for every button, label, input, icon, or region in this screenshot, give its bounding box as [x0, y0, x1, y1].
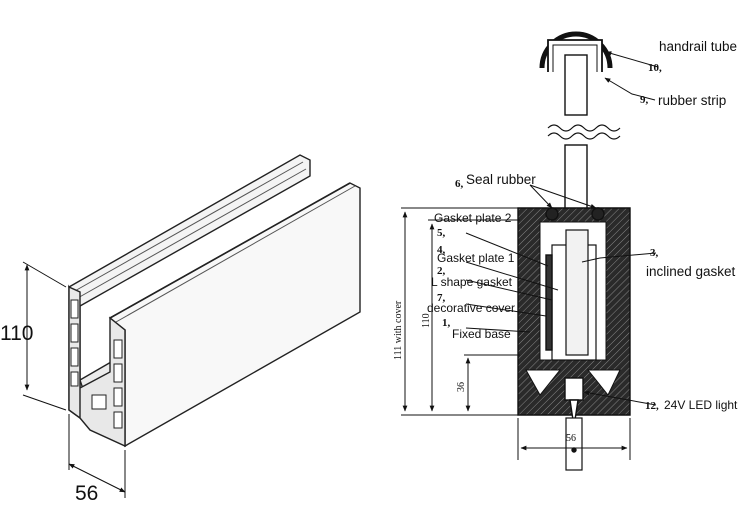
bottom-36-dim-label: 36 — [456, 382, 467, 392]
callout-seal-rubber: Seal rubber — [466, 172, 536, 187]
callout-number-1: 1, — [442, 317, 451, 329]
callout-gasket-plate-1: Gasket plate 1 — [437, 251, 515, 265]
callout-handrail-tube: handrail tube — [659, 39, 737, 54]
end-face-cavities — [70, 299, 123, 429]
seal-rubber-right — [591, 207, 605, 221]
end-face — [68, 285, 126, 448]
callout-number-5: 5, — [437, 227, 446, 239]
callout-number-6: 6, — [455, 178, 464, 190]
height-110-dim-label: 110 — [421, 313, 432, 328]
callout-number-9: 9, — [640, 94, 649, 106]
profile-3d-view — [68, 154, 361, 448]
with-cover-dim-label: 111 with cover — [393, 300, 404, 360]
height-dim-label: 110 — [0, 322, 33, 345]
callout-fixed-base: Fixed base — [452, 327, 511, 341]
front-wall-inner-top — [115, 185, 356, 323]
led-light — [564, 377, 584, 401]
back-wall-top-groove — [72, 161, 307, 300]
seal-rubber-left — [545, 207, 559, 221]
left-dimensions — [22, 261, 126, 498]
callout-number-4: 4, — [437, 244, 446, 256]
break-mark — [547, 124, 621, 140]
callout-l-shape-gasket: L shape gasket — [431, 275, 513, 289]
leader-lines — [465, 51, 659, 406]
callout-number-7: 7, — [437, 292, 446, 304]
callout-inclined-gasket: inclined gasket — [646, 264, 736, 279]
width-dim-line — [68, 463, 126, 493]
front-wall — [108, 182, 361, 448]
width-56-dim-label: 56 — [566, 433, 576, 444]
callout-rubber-strip: rubber strip — [658, 93, 726, 108]
glass-panel — [564, 54, 588, 116]
callout-led-light: 24V LED light — [664, 398, 738, 412]
callout-number-3: 3, — [650, 247, 659, 259]
callout-number-10: 10, — [648, 62, 662, 74]
callout-number-2: 2, — [437, 265, 446, 277]
callout-gasket-plate-2: Gasket plate 2 — [434, 211, 512, 225]
callout-number-12: 12, — [645, 400, 659, 412]
width-dim-label: 56 — [75, 482, 98, 505]
section-dimensions — [401, 207, 631, 460]
callout-decorative-cover: decorative cover — [427, 301, 515, 315]
section-view — [517, 31, 631, 471]
front-wall-top — [109, 182, 351, 319]
